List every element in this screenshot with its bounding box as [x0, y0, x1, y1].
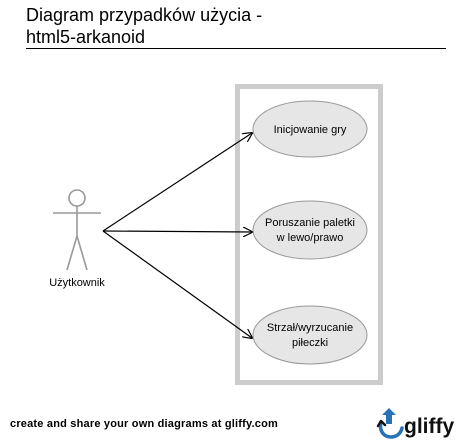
use-case-2-label-line-2: w lewo/prawo	[276, 232, 344, 244]
use-case-3-ellipse	[252, 305, 368, 365]
use-case-1-label-line-1: Inicjowanie gry	[274, 124, 347, 136]
actor-stick-figure-icon	[53, 189, 101, 271]
title-underline	[26, 48, 446, 49]
gliffy-logo-icon	[376, 408, 404, 439]
diagram-title: Diagram przypadków użycia - html5-arkano…	[26, 4, 446, 48]
arrow-to-use-case-2	[102, 231, 252, 232]
gliffy-logo: gliffy	[376, 408, 454, 439]
system-boundary	[235, 84, 383, 385]
arrow-to-use-case-3	[102, 230, 252, 338]
diagram-title-line-2: html5-arkanoid	[26, 27, 146, 47]
footer-promo-text: create and share your own diagrams at gl…	[10, 418, 278, 430]
use-case-1: Inicjowanie gry	[252, 100, 368, 158]
gliffy-logo-text: gliffy	[404, 415, 454, 438]
arrow-to-use-case-1	[102, 133, 252, 232]
actor-label: Użytkownik	[49, 277, 105, 289]
use-case-2-ellipse	[252, 200, 368, 260]
use-case-2: Poruszanie paletki w lewo/prawo	[252, 200, 368, 260]
association-arrows	[102, 133, 252, 338]
use-case-3: Strzał/wyrzucanie piłeczki	[252, 305, 368, 365]
use-case-1-ellipse	[252, 100, 368, 158]
diagram-title-line-1: Diagram przypadków użycia -	[26, 5, 263, 25]
use-case-3-label-line-2: piłeczki	[292, 337, 328, 349]
use-case-2-label-line-1: Poruszanie paletki	[265, 217, 355, 229]
use-case-3-label-line-1: Strzał/wyrzucanie	[267, 322, 353, 334]
